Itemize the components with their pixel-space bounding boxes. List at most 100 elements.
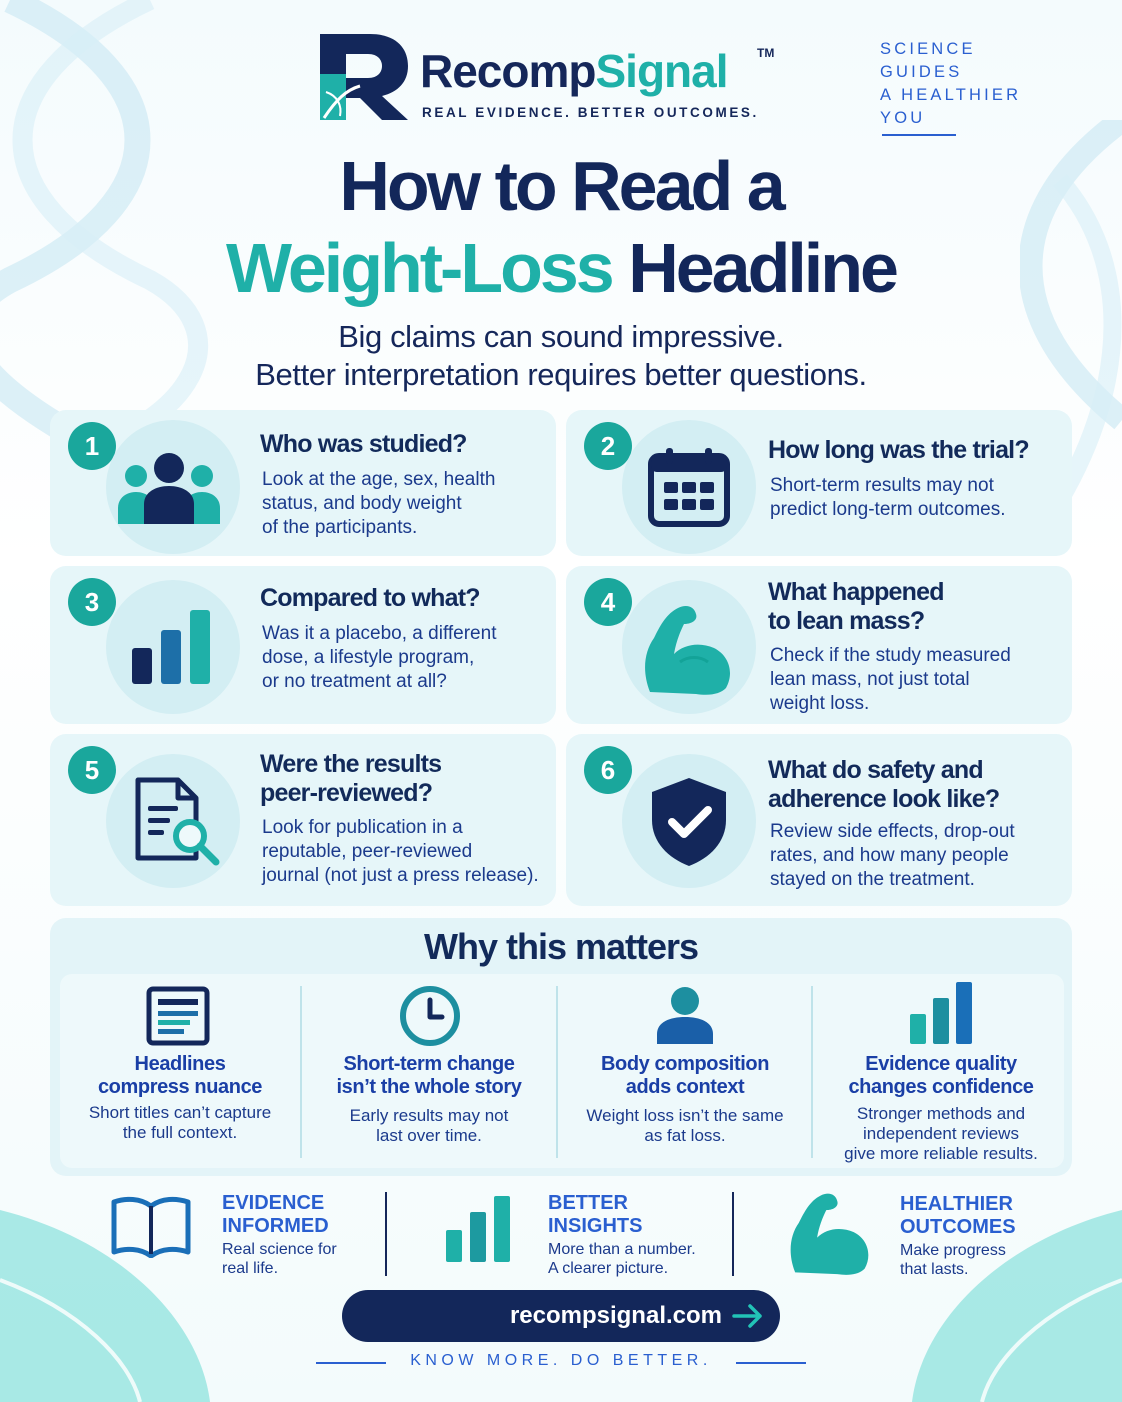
why-heading-line: changes confidence	[848, 1076, 1034, 1098]
bar-chart-icon	[910, 982, 972, 1044]
question-body-line: journal (not just a press release).	[262, 865, 539, 886]
question-card-5: 5 Were the results peer-reviewed? Look f…	[50, 734, 556, 906]
pillar-heading-line: EVIDENCE	[222, 1192, 325, 1214]
why-body-line: the full context.	[122, 1123, 238, 1142]
flexed-arm-icon	[645, 606, 730, 695]
why-heading-line: Body composition	[600, 1053, 770, 1075]
why-heading-line: Evidence quality	[865, 1053, 1017, 1075]
bar-chart-icon	[132, 610, 210, 684]
person-icon	[657, 987, 713, 1044]
footer-rule-right	[736, 1362, 806, 1364]
side-note: SCIENCE GUIDES A HEALTHIER YOU	[880, 38, 1050, 130]
question-title: How long was the trial?	[768, 436, 1030, 465]
question-title-line: How long was the trial?	[768, 436, 1030, 464]
column-divider	[556, 986, 558, 1158]
why-body-line: give more reliable results.	[844, 1144, 1038, 1163]
why-item-heading: Evidence quality changes confidence	[814, 1053, 1068, 1099]
flexed-arm-icon	[790, 1193, 869, 1275]
pillar-heading: HEALTHIER OUTCOMES	[900, 1193, 1016, 1239]
why-body-line: last over time.	[376, 1126, 482, 1145]
number-badge: 1	[68, 422, 116, 470]
why-body-line: independent reviews	[863, 1124, 1019, 1143]
document-icon	[146, 986, 210, 1046]
number-badge: 4	[584, 578, 632, 626]
why-item-heading: Headlines compress nuance	[62, 1053, 298, 1099]
question-body: Review side effects, drop-out rates, and…	[770, 820, 1015, 892]
question-card-2: 2 How long was the trial? Short-term res…	[566, 410, 1072, 556]
icon-circle	[106, 754, 240, 888]
side-note-line: A HEALTHIER	[880, 86, 1022, 104]
title-highlight: Weight-Loss	[226, 229, 615, 307]
document-search-icon	[135, 777, 220, 866]
brand-tagline: REAL EVIDENCE. BETTER OUTCOMES.	[422, 105, 759, 120]
pillar-heading-line: BETTER	[548, 1192, 628, 1214]
question-title: Compared to what?	[260, 584, 481, 613]
number-badge: 5	[68, 746, 116, 794]
page-title-line-2: Weight-Loss Headline	[0, 230, 1122, 307]
column-divider	[300, 986, 302, 1158]
side-note-line: YOU	[880, 109, 926, 127]
side-note-line: GUIDES	[880, 63, 963, 81]
question-body: Was it a placebo, a different dose, a li…	[262, 622, 496, 694]
question-body-line: Look for publication in a	[262, 817, 463, 838]
website-link-button[interactable]: recompsignal.com	[342, 1290, 780, 1342]
why-item-body: Short titles can’t capture the full cont…	[62, 1103, 298, 1143]
question-title: Who was studied?	[260, 430, 467, 459]
why-heading-line: isn’t the whole story	[336, 1076, 522, 1098]
pillar-heading: EVIDENCE INFORMED	[222, 1192, 329, 1238]
pillar-body-line: Real science for	[222, 1241, 337, 1258]
number-badge: 3	[68, 578, 116, 626]
why-body-line: as fat loss.	[644, 1126, 726, 1145]
question-body-line: Was it a placebo, a different	[262, 623, 497, 644]
question-body-line: Look at the age, sex, health	[262, 469, 496, 490]
question-title-line: What do safety and	[768, 756, 984, 784]
question-body: Check if the study measured lean mass, n…	[770, 644, 1011, 716]
side-note-line: SCIENCE	[880, 40, 976, 58]
question-body-line: Check if the study measured	[770, 645, 1011, 666]
question-card-3: 3 Compared to what? Was it a placebo, a …	[50, 566, 556, 724]
pillar-heading-line: INSIGHTS	[548, 1215, 643, 1237]
question-body-line: weight loss.	[770, 693, 870, 714]
footer-rule-left	[316, 1362, 386, 1364]
title-rest: Headline	[628, 229, 899, 307]
question-body-line: status, and body weight	[262, 493, 462, 514]
question-body-line: rates, and how many people	[770, 845, 1009, 866]
question-title: What happened to lean mass?	[768, 578, 945, 636]
trademark-mark: TM	[757, 46, 775, 60]
question-title-line: Were the results	[260, 750, 442, 778]
question-body-line: Short-term results may not	[770, 475, 994, 496]
footer-motto: KNOW MORE. DO BETTER.	[410, 1352, 712, 1369]
open-book-icon	[111, 1196, 191, 1258]
pillar-body: Make progress that lasts.	[900, 1241, 1006, 1279]
subtitle: Big claims can sound impressive. Better …	[0, 318, 1122, 394]
pillar-heading-line: HEALTHIER	[900, 1193, 1013, 1215]
brand-name: RecompSignal	[420, 45, 729, 97]
why-this-matters-title: Why this matters	[423, 926, 699, 967]
question-body-line: predict long-term outcomes.	[770, 499, 1006, 520]
question-body-line: stayed on the treatment.	[770, 869, 975, 890]
subtitle-line-2: Better interpretation requires better qu…	[255, 357, 867, 392]
why-heading-line: compress nuance	[97, 1076, 263, 1098]
pillar-heading: BETTER INSIGHTS	[548, 1192, 642, 1238]
people-icon	[118, 453, 220, 524]
why-body-line: Weight loss isn’t the same	[586, 1106, 784, 1125]
column-divider	[811, 986, 813, 1158]
why-heading-line: adds context	[625, 1076, 745, 1098]
pillar-body: More than a number. A clearer picture.	[548, 1240, 696, 1278]
question-body-line: Review side effects, drop-out	[770, 821, 1015, 842]
website-url[interactable]: recompsignal.com	[509, 1302, 722, 1329]
arrow-right-icon	[732, 1304, 762, 1328]
recompsignal-logo-icon	[320, 34, 408, 120]
clock-icon	[400, 986, 460, 1046]
shield-check-icon	[652, 778, 726, 866]
question-body-line: of the participants.	[262, 517, 418, 538]
why-body-line: Stronger methods and	[856, 1104, 1026, 1123]
question-body: Look at the age, sex, health status, and…	[262, 468, 495, 540]
why-item-body: Early results may not last over time.	[304, 1106, 554, 1146]
pillar-heading-line: OUTCOMES	[900, 1216, 1016, 1238]
pillar-divider	[385, 1192, 387, 1276]
question-title-line: Who was studied?	[260, 430, 467, 458]
pillar-heading-line: INFORMED	[222, 1215, 329, 1237]
why-item-body: Stronger methods and independent reviews…	[814, 1104, 1068, 1164]
why-this-matters-inner	[60, 974, 1064, 1168]
